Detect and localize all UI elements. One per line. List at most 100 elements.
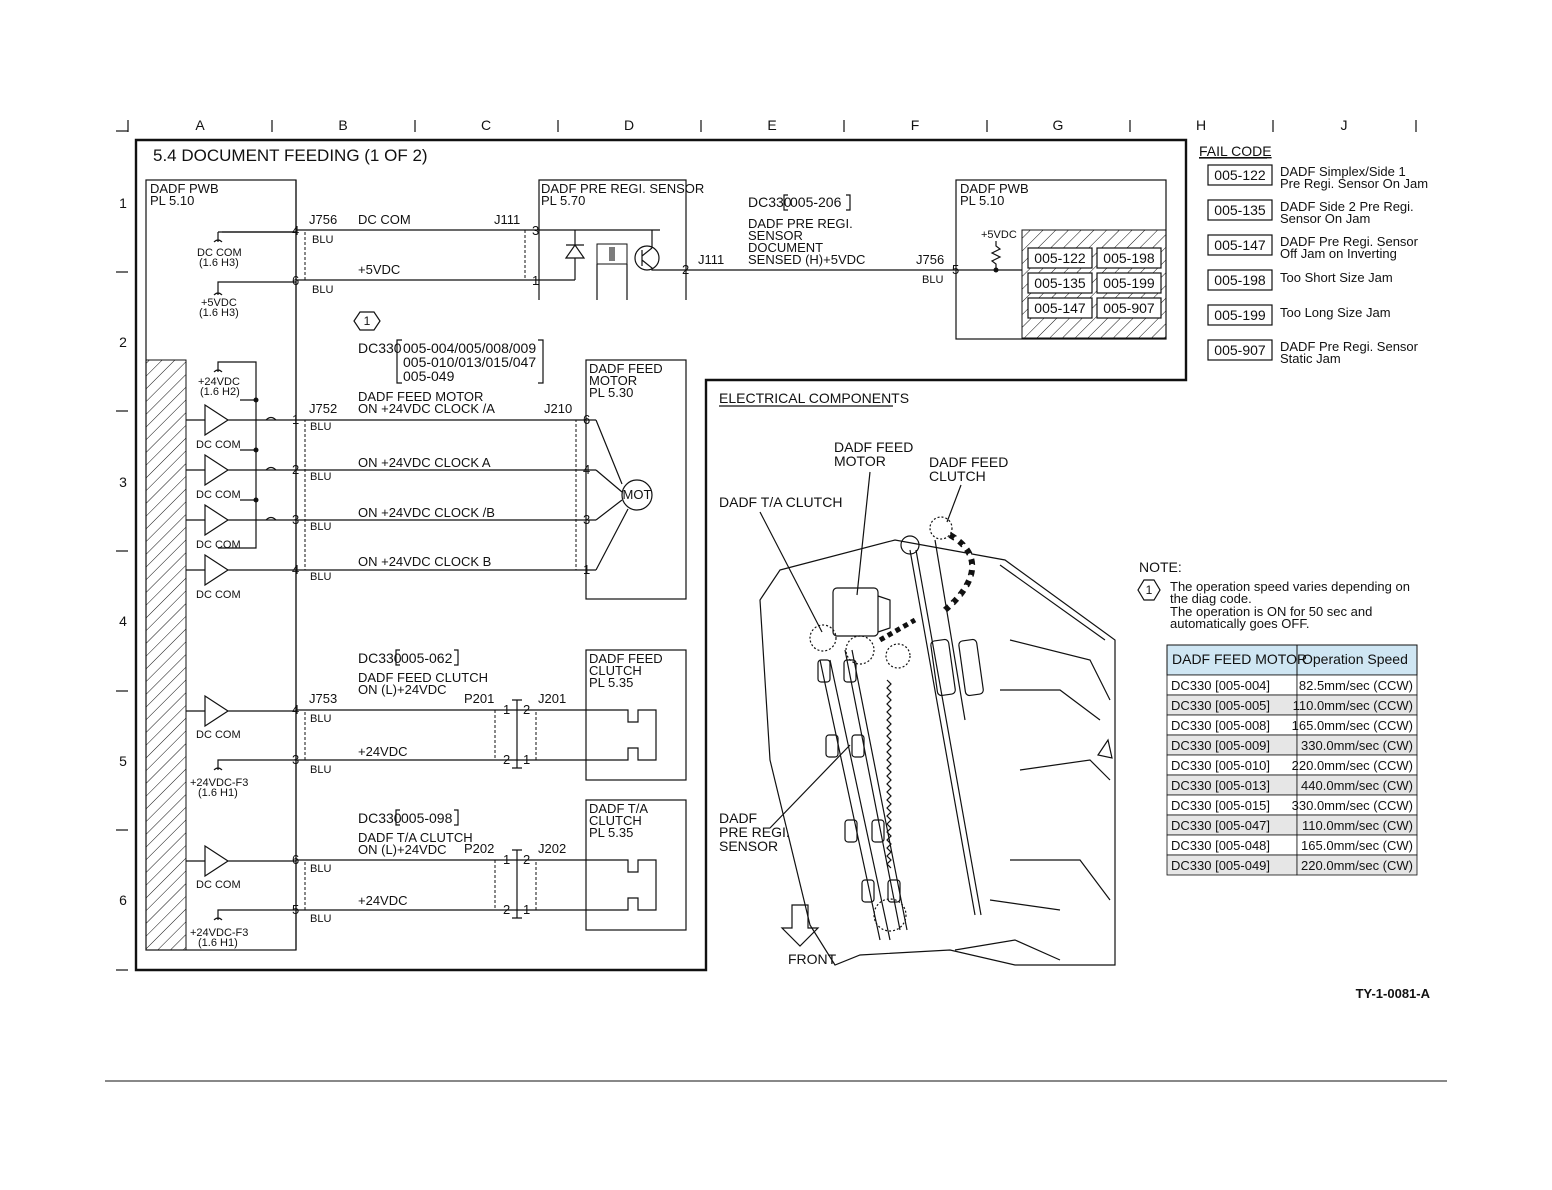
electrical-header: ELECTRICAL COMPONENTS [719, 390, 909, 406]
table-row-code: DC330 [005-010] [1171, 758, 1270, 773]
table-row-code: DC330 [005-049] [1171, 858, 1270, 873]
svg-text:ON +24VDC CLOCK /A: ON +24VDC CLOCK /A [358, 401, 495, 416]
svg-text:005-098: 005-098 [401, 810, 453, 826]
svg-text:BLU: BLU [312, 234, 333, 246]
svg-text:Too Long Size Jam: Too Long Size Jam [1280, 305, 1391, 320]
feed-clutch-harness: DC330 005-062 DADF FEED CLUTCH ON (L)+24… [292, 649, 587, 776]
svg-text:DADF FEED: DADF FEED [589, 651, 663, 666]
svg-text:+5VDC: +5VDC [358, 262, 400, 277]
svg-text:DC COM: DC COM [196, 589, 241, 601]
svg-text:BLU: BLU [310, 863, 331, 875]
svg-text:DC COM: DC COM [196, 879, 241, 891]
table-row-code: DC330 [005-013] [1171, 778, 1270, 793]
svg-text:(1.6 H1): (1.6 H1) [198, 937, 238, 949]
svg-text:DADF T/A CLUTCH: DADF T/A CLUTCH [719, 494, 842, 510]
svg-text:ON (L)+24VDC: ON (L)+24VDC [358, 682, 447, 697]
svg-text:CLUTCH: CLUTCH [929, 468, 986, 484]
dadf-pwb-left: DADF PWB PL 5.10 DC COM (1.6 H3) +5VDC (… [145, 179, 297, 951]
grid-frame: A B C D E F G H J 1 2 3 4 5 6 [116, 117, 1417, 971]
table-row-speed: 165.0mm/sec (CCW) [1292, 718, 1413, 733]
fail-code-item: 005-199 [1214, 307, 1266, 323]
svg-text:DADF Pre Regi. Sensor: DADF Pre Regi. Sensor [1280, 339, 1419, 354]
svg-text:J753: J753 [309, 691, 337, 706]
svg-text:ON +24VDC CLOCK A: ON +24VDC CLOCK A [358, 455, 491, 470]
table-row-speed: 330.0mm/sec (CCW) [1292, 798, 1413, 813]
table-header: DADF FEED MOTOR [1172, 651, 1307, 667]
sensor-signal: J111 DC330 005-206 DADF PRE REGI. SENSOR… [686, 194, 996, 286]
row-3: 3 [119, 474, 127, 490]
svg-text:2: 2 [503, 902, 510, 917]
table-row-code: DC330 [005-015] [1171, 798, 1270, 813]
svg-text:4: 4 [583, 462, 590, 477]
svg-text:(1.6 H2): (1.6 H2) [200, 386, 240, 398]
svg-text:DADF FEED MOTOR: DADF FEED MOTOR [358, 389, 483, 404]
sensor-harness: J756 DC COM J111 4 6 BLU BLU +5VDC 3 1 [292, 212, 540, 296]
svg-text:2: 2 [523, 852, 530, 867]
table-row-code: DC330 [005-004] [1171, 678, 1270, 693]
svg-text:MOTOR: MOTOR [834, 453, 886, 469]
svg-text:P202: P202 [464, 841, 494, 856]
svg-text:1: 1 [532, 273, 539, 288]
fail-code-item: 005-147 [1214, 237, 1266, 253]
table-row-speed: 110.0mm/sec (CCW) [1293, 698, 1413, 713]
svg-text:SENSOR: SENSOR [719, 838, 778, 854]
svg-text:J210: J210 [544, 401, 572, 416]
svg-text:DADF FEED: DADF FEED [834, 439, 913, 455]
svg-text:DADF T/A: DADF T/A [589, 801, 648, 816]
svg-text:005-122: 005-122 [1034, 250, 1086, 266]
svg-text:J201: J201 [538, 691, 566, 706]
row-2: 2 [119, 334, 127, 350]
svg-text:DADF T/A CLUTCH: DADF T/A CLUTCH [358, 830, 473, 845]
svg-text:005-010/013/015/047: 005-010/013/015/047 [403, 354, 536, 370]
feed-clutch: DADF FEED CLUTCH PL 5.35 [585, 649, 687, 781]
motor-harness: J752 DADF FEED MOTOR ON +24VDC CLOCK /A … [292, 389, 596, 583]
svg-text:1: 1 [503, 702, 510, 717]
svg-text:DADF FEED: DADF FEED [929, 454, 1008, 470]
svg-text:+24VDC: +24VDC [198, 376, 240, 388]
svg-text:P201: P201 [464, 691, 494, 706]
feed-motor: DADF FEED MOTOR PL 5.30 6 4 3 1 MOT [583, 359, 687, 600]
fail-code-item: 005-135 [1214, 202, 1266, 218]
table-row-code: DC330 [005-005] [1171, 698, 1270, 713]
svg-text:DADF PWB: DADF PWB [150, 181, 219, 196]
svg-text:BLU: BLU [310, 521, 331, 533]
svg-text:DC COM: DC COM [196, 489, 241, 501]
table-row-code: DC330 [005-009] [1171, 738, 1270, 753]
svg-text:1: 1 [523, 902, 530, 917]
svg-text:Off Jam on Inverting: Off Jam on Inverting [1280, 246, 1397, 261]
svg-text:J756: J756 [309, 212, 337, 227]
col-b: B [338, 117, 347, 133]
svg-text:DC330: DC330 [358, 810, 402, 826]
mot-symbol: MOT [623, 487, 652, 502]
svg-text:PL 5.10: PL 5.10 [150, 193, 194, 208]
svg-text:Static Jam: Static Jam [1280, 351, 1341, 366]
note-block: NOTE: 1 The operation speed varies depen… [1137, 559, 1410, 631]
svg-text:ON +24VDC CLOCK B: ON +24VDC CLOCK B [358, 554, 491, 569]
table-row-speed: 110.0mm/sec (CW) [1302, 818, 1413, 833]
svg-text:1: 1 [364, 314, 371, 328]
table-row-speed: 82.5mm/sec (CCW) [1299, 678, 1413, 693]
svg-text:BLU: BLU [310, 571, 331, 583]
svg-text:SENSOR: SENSOR [748, 228, 803, 243]
page-title: 5.4 DOCUMENT FEEDING (1 OF 2) [153, 146, 428, 165]
svg-text:005-062: 005-062 [401, 650, 453, 666]
svg-text:+24VDC: +24VDC [358, 893, 408, 908]
svg-text:Too Short Size Jam: Too Short Size Jam [1280, 270, 1393, 285]
svg-text:CLUTCH: CLUTCH [589, 813, 642, 828]
table-row-speed: 165.0mm/sec (CW) [1301, 838, 1413, 853]
table-header: Operation Speed [1302, 651, 1408, 667]
svg-text:DADF PRE REGI. SENSOR: DADF PRE REGI. SENSOR [541, 181, 704, 196]
svg-text:005-198: 005-198 [1103, 250, 1155, 266]
svg-text:1: 1 [523, 752, 530, 767]
svg-text:J202: J202 [538, 841, 566, 856]
svg-text:DC COM: DC COM [196, 539, 241, 551]
svg-text:NOTE:: NOTE: [1139, 559, 1182, 575]
svg-text:PL 5.70: PL 5.70 [541, 193, 585, 208]
fail-code-header: FAIL CODE [1199, 143, 1272, 159]
ta-clutch-harness: DC330 005-098 DADF T/A CLUTCH ON (L)+24V… [292, 809, 587, 925]
svg-text:+24VDC-F3: +24VDC-F3 [190, 777, 248, 789]
svg-text:BLU: BLU [310, 471, 331, 483]
dadf-pwb-right: DADF PWB PL 5.10 +5VDC 005-122 005-198 0… [955, 179, 1167, 340]
svg-text:FRONT: FRONT [788, 951, 837, 967]
svg-text:+5VDC: +5VDC [981, 229, 1017, 241]
